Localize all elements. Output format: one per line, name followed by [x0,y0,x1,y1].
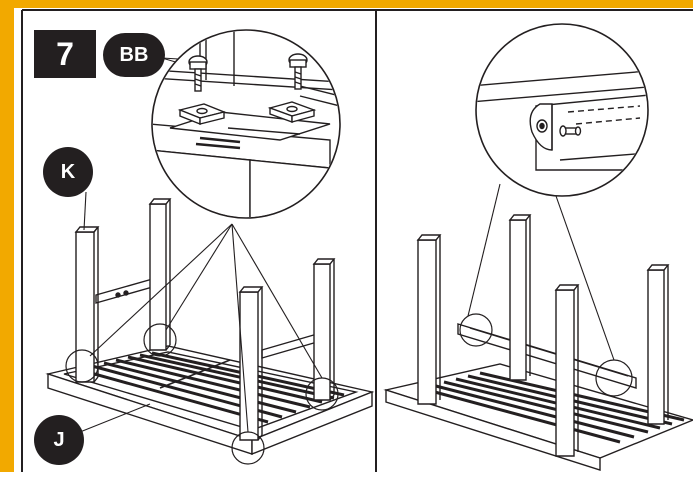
table-legs [416,214,670,457]
bolt-icon [536,119,582,137]
left-accent-bar [0,0,14,472]
part-label-leg: K [43,147,93,197]
leader-lines [69,57,323,437]
step-number-badge: 7 [34,30,96,78]
right-panel [383,23,693,471]
tabletop [383,363,693,471]
bolt-icon [188,55,208,92]
part-label-bolt: BB [103,33,165,77]
bolt-icon [288,53,308,90]
tabletop [45,345,375,456]
top-accent-bar [0,0,693,8]
left-panel [45,29,375,465]
part-label-tabletop: J [34,415,84,465]
leader-lines [467,183,615,361]
table-legs [74,198,336,441]
bolt-detail-magnifier [475,23,649,197]
